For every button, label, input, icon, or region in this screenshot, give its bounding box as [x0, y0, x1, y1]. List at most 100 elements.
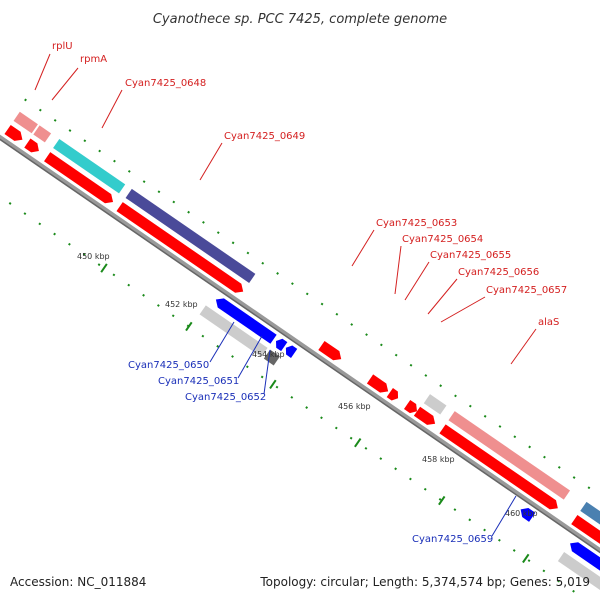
cds-cyan7425-0648[interactable] — [44, 152, 116, 206]
cds-cyan7425-0649[interactable] — [116, 202, 247, 296]
ruler-minor-tick-top — [350, 323, 354, 326]
cds-cyan7425-0659[interactable] — [567, 539, 600, 582]
feature-cyan7425-0648[interactable] — [53, 138, 126, 194]
ruler-label-454: 454 kbp — [252, 350, 285, 359]
ruler-minor-tick-top — [305, 292, 309, 296]
ruler-minor-tick-top — [335, 312, 339, 316]
feature-rpmA[interactable] — [33, 125, 52, 143]
cds-cyan7425-0652[interactable] — [283, 343, 298, 358]
label-cyan7425-0655[interactable]: Cyan7425_0655 — [430, 250, 511, 261]
ruler-minor-tick-top — [142, 180, 146, 183]
label-cyan7425-0659[interactable]: Cyan7425_0659 — [412, 534, 493, 545]
label-cyan7425-0657[interactable]: Cyan7425_0657 — [486, 285, 567, 296]
cds-cyan7425-0650[interactable] — [213, 295, 277, 344]
gene-labels: rplU rpmA Cyan7425_0648 Cyan7425_0649 Cy… — [52, 41, 567, 545]
ruler-minor-tick-top — [38, 108, 42, 112]
label-cyan7425-0652[interactable]: Cyan7425_0652 — [185, 392, 266, 403]
cds-cyan7425-0656[interactable] — [403, 399, 420, 416]
ruler-minor-tick-bottom — [527, 559, 531, 563]
ruler-major-tick — [100, 263, 108, 273]
ruler-minor-tick-bottom — [334, 426, 338, 430]
label-cyan7425-0654[interactable]: Cyan7425_0654 — [402, 234, 483, 245]
genome-track — [0, 98, 600, 596]
label-cyan7425-0651[interactable]: Cyan7425_0651 — [158, 376, 239, 387]
feature-alaS[interactable] — [448, 411, 571, 500]
ruler-minor-tick-top — [498, 425, 502, 428]
ruler-minor-tick-bottom — [68, 242, 71, 246]
ruler-minor-tick-bottom — [498, 538, 501, 542]
ruler-minor-tick-bottom — [572, 589, 575, 593]
ruler-minor-tick-bottom — [127, 283, 131, 287]
label-rplU[interactable]: rplU — [52, 41, 73, 52]
ruler-minor-tick-bottom — [8, 202, 12, 205]
ruler-label-450: 450 kbp — [77, 252, 110, 261]
ruler-major-tick — [438, 495, 446, 506]
ruler-minor-tick-bottom — [156, 304, 160, 307]
ruler-minor-tick-top — [454, 394, 457, 398]
ruler-minor-tick-bottom — [542, 569, 546, 573]
ruler-minor-tick-top — [83, 139, 87, 143]
feature-cyan7425-0657[interactable] — [423, 394, 447, 415]
ruler-minor-tick-bottom — [453, 508, 457, 512]
ruler-minor-tick-top — [320, 302, 324, 306]
ruler-minor-tick-top — [246, 251, 250, 255]
ruler-label-460: 460 kbp — [505, 509, 538, 518]
ruler-major-tick — [269, 379, 277, 390]
ruler-minor-tick-bottom — [201, 334, 205, 338]
ruler-minor-tick-top — [587, 486, 591, 490]
feature-cyan7425-0649[interactable] — [125, 188, 256, 283]
ruler-minor-tick-bottom — [423, 487, 427, 491]
ruler-minor-tick-bottom — [216, 344, 220, 348]
label-alaS[interactable]: alaS — [538, 317, 559, 328]
ruler-minor-tick-top — [261, 261, 265, 265]
ruler-minor-tick-top — [572, 476, 576, 479]
cds-cyan7425-0654[interactable] — [366, 374, 391, 396]
ruler-minor-tick-top — [528, 445, 532, 449]
ruler-minor-tick-top — [127, 169, 131, 173]
feature-rplU[interactable] — [13, 111, 38, 134]
ruler-minor-tick-bottom — [171, 314, 175, 318]
cds-cyan7425-0655[interactable] — [386, 388, 401, 403]
cds-cyan7425-0657[interactable] — [413, 406, 438, 429]
ruler-minor-tick-top — [424, 374, 428, 377]
ruler-minor-tick-top — [157, 190, 161, 194]
ruler-minor-tick-top — [231, 241, 235, 245]
ruler-minor-tick-bottom — [260, 375, 264, 379]
cds-rpmA[interactable] — [24, 138, 42, 156]
feature-right-edge[interactable] — [580, 501, 600, 545]
ruler-minor-tick-bottom — [23, 212, 27, 216]
cds-right-edge[interactable] — [571, 515, 600, 558]
ruler-label-452: 452 kbp — [165, 300, 198, 309]
ruler-minor-tick-top — [468, 404, 472, 408]
ruler-minor-tick-bottom — [38, 222, 42, 226]
ruler-minor-tick-top — [98, 149, 102, 153]
ruler-label-456: 456 kbp — [338, 402, 371, 411]
label-cyan7425-0649[interactable]: Cyan7425_0649 — [224, 131, 305, 142]
ruler-minor-tick-top — [291, 282, 294, 286]
cds-alaS[interactable] — [439, 424, 561, 512]
label-cyan7425-0650[interactable]: Cyan7425_0650 — [128, 360, 209, 371]
label-rpmA[interactable]: rpmA — [80, 54, 107, 65]
ruler-minor-tick-bottom — [379, 457, 383, 460]
label-cyan7425-0648[interactable]: Cyan7425_0648 — [125, 78, 206, 89]
ruler-minor-tick-bottom — [142, 293, 145, 297]
ruler-minor-tick-top — [276, 272, 279, 275]
ruler-minor-tick-bottom — [82, 253, 86, 256]
ruler-minor-tick-top — [187, 210, 191, 214]
ruler-minor-tick-top — [113, 159, 116, 163]
label-cyan7425-0656[interactable]: Cyan7425_0656 — [458, 267, 539, 278]
ruler-minor-tick-top — [172, 200, 176, 204]
ruler-minor-tick-top — [216, 231, 220, 235]
label-cyan7425-0653[interactable]: Cyan7425_0653 — [376, 218, 457, 229]
ruler-minor-tick-bottom — [290, 395, 294, 399]
cds-cyan7425-0651[interactable] — [273, 336, 288, 352]
ruler-minor-tick-bottom — [483, 528, 486, 532]
cds-cyan7425-0659-small[interactable] — [518, 505, 536, 522]
cds-cyan7425-0653[interactable] — [318, 340, 344, 364]
ruler-minor-tick-bottom — [349, 436, 353, 440]
ruler-minor-tick-bottom — [112, 273, 116, 277]
backbone-line — [0, 124, 600, 570]
cds-rplU[interactable] — [4, 124, 25, 144]
ruler-minor-tick-top — [202, 221, 205, 224]
